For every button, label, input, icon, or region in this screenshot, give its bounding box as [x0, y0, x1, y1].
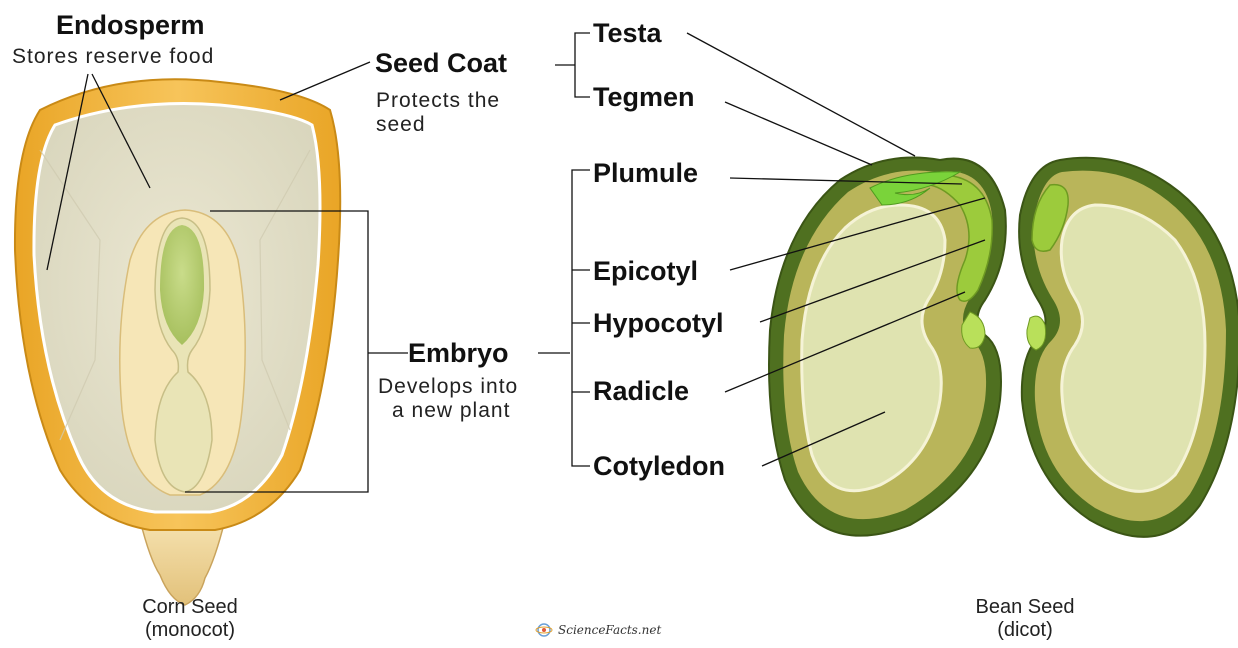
- bean-embryo-bracket: [572, 170, 590, 466]
- corn-tip-cap: [140, 520, 225, 605]
- bean-seed: [769, 158, 1238, 537]
- embryo-description-1: Develops into: [378, 375, 518, 399]
- corn-seed-type: (monocot): [120, 619, 260, 642]
- corn-seed: [15, 79, 340, 605]
- embryo-description-2: a new plant: [392, 399, 510, 423]
- cotyledon-label: Cotyledon: [593, 453, 725, 480]
- tegmen-pointer: [725, 102, 872, 165]
- testa-pointer: [687, 33, 915, 156]
- plumule-label: Plumule: [593, 160, 698, 187]
- tegmen-label: Tegmen: [593, 84, 695, 111]
- bean-seed-caption: Bean Seed: [955, 596, 1095, 619]
- seed-coat-description-2: seed: [376, 113, 426, 137]
- endosperm-description: Stores reserve food: [12, 45, 214, 69]
- seed-coat-pointer: [280, 62, 370, 100]
- bean-seed-type: (dicot): [955, 619, 1095, 642]
- seed-coat-description-1: Protects the: [376, 89, 500, 113]
- seed-coat-bracket: [575, 33, 590, 97]
- radicle-label: Radicle: [593, 378, 689, 405]
- hypocotyl-label: Hypocotyl: [593, 310, 724, 337]
- testa-label: Testa: [593, 20, 662, 47]
- embryo-label: Embryo: [408, 340, 509, 367]
- logo-text: ScienceFacts.net: [558, 624, 661, 636]
- epicotyl-label: Epicotyl: [593, 258, 698, 285]
- seed-coat-label: Seed Coat: [375, 50, 507, 77]
- corn-seed-caption: Corn Seed: [120, 596, 260, 619]
- endosperm-label: Endosperm: [56, 12, 205, 39]
- sciencefacts-logo-icon: [536, 624, 552, 636]
